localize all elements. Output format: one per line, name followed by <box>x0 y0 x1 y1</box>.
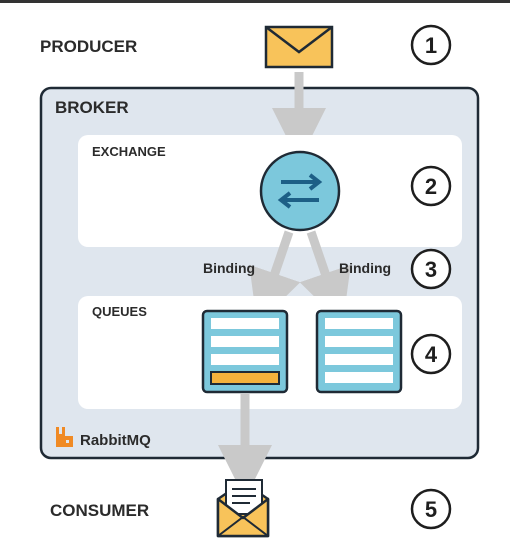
rabbitmq-brand-label: RabbitMQ <box>80 432 151 449</box>
arrow-binding-right <box>299 230 351 325</box>
step-1-badge: 1 <box>410 24 452 66</box>
arrow-binding-left <box>249 230 301 325</box>
queue-stack-icon <box>201 309 289 394</box>
binding-right-label: Binding <box>339 260 391 276</box>
exchange-swap-icon <box>259 150 341 232</box>
svg-text:1: 1 <box>425 33 437 58</box>
queue-stack-icon <box>315 309 403 394</box>
queues-label: QUEUES <box>92 304 147 319</box>
step-5-badge: 5 <box>410 488 452 530</box>
svg-text:3: 3 <box>425 257 437 282</box>
svg-text:5: 5 <box>425 497 437 522</box>
step-4-badge: 4 <box>410 333 452 375</box>
exchange-label: EXCHANGE <box>92 144 166 159</box>
rabbitmq-logo-icon <box>56 427 73 447</box>
producer-label: PRODUCER <box>40 37 137 56</box>
top-border <box>0 0 510 3</box>
svg-text:4: 4 <box>425 342 438 367</box>
svg-text:2: 2 <box>425 174 437 199</box>
consumer-label: CONSUMER <box>50 501 149 520</box>
step-3-badge: 3 <box>410 248 452 290</box>
step-2-badge: 2 <box>410 165 452 207</box>
binding-left-label: Binding <box>203 260 255 276</box>
broker-label: BROKER <box>55 98 129 117</box>
open-envelope-icon <box>216 479 270 538</box>
envelope-icon <box>264 25 334 69</box>
